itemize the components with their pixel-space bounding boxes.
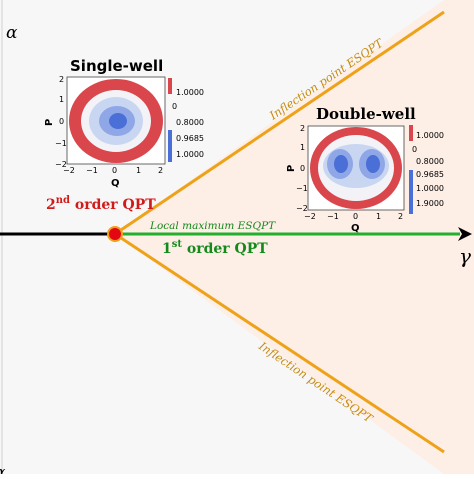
double-well-ytick: −2: [296, 204, 308, 213]
alpha-axis-label: α: [6, 23, 18, 43]
single-well-ytick: 0: [59, 117, 64, 126]
single-well-cbar-tick: 0.9685: [176, 134, 204, 143]
single-well-ytick: 2: [59, 75, 64, 84]
local-maximum-esqpt-label: Local maximum ESQPT: [149, 220, 276, 232]
double-well-xtick: 0: [353, 212, 358, 221]
right-region-fill: [115, 0, 474, 474]
gamma-axis-label: γ: [459, 244, 471, 268]
double-well-xlabel: Q: [351, 223, 360, 234]
lower-inflection-line: [114, 232, 445, 454]
double-well-cbar-tick: 1.0000: [416, 131, 444, 140]
double-well-cbar-tick: 1.9000: [416, 199, 444, 208]
double-well-left-core: [334, 155, 348, 173]
single-well-title: Single-well: [70, 57, 163, 75]
single-well-xtick: 0: [112, 166, 117, 175]
single-well-cbar-tick: 0: [172, 102, 177, 111]
double-well-xtick: 1: [376, 212, 381, 221]
second-order-qpt-label: 2nd order QPT: [46, 195, 156, 213]
double-well-cbar-tick: 0: [412, 145, 417, 154]
double-well-xtick: 2: [398, 212, 403, 221]
double-well-ylabel: P: [286, 165, 297, 172]
double-well-colorbar-blue: [409, 170, 413, 214]
single-well-inset: Single-well −2 −1 0 1 2 Q 2 1 0 −1 −2 P …: [44, 57, 204, 189]
double-well-inset: Double-well −2 −1 0 1 2 Q 2 1 0 −1 −2 P …: [286, 105, 444, 234]
single-well-xtick: −2: [63, 166, 75, 175]
single-well-cbar-tick: 1.0000: [176, 150, 204, 159]
double-well-xtick: −1: [327, 212, 339, 221]
double-well-xtick: −2: [304, 212, 316, 221]
single-well-level-3: [109, 113, 127, 129]
double-well-cbar-tick: 0.9685: [416, 170, 444, 179]
single-well-cbar-tick: 0.8000: [176, 118, 204, 127]
single-well-xtick: −1: [86, 166, 98, 175]
double-well-cbar-tick: 1.0000: [416, 184, 444, 193]
single-well-colorbar-red: [168, 78, 172, 94]
double-well-ytick: 2: [300, 124, 305, 133]
double-well-ytick: 1: [300, 143, 305, 152]
single-well-ytick: 1: [59, 95, 64, 104]
single-well-xlabel: Q: [111, 178, 120, 189]
single-well-ytick: −2: [55, 160, 67, 169]
gamma-axis-arrow: [458, 227, 472, 241]
double-well-ytick: −1: [296, 184, 308, 193]
double-well-cbar-tick: 0.8000: [416, 157, 444, 166]
single-well-colorbar-blue: [168, 130, 172, 162]
alpha-axis-bottom-label: α: [0, 463, 6, 474]
double-well-ytick: 0: [300, 164, 305, 173]
single-well-cbar-tick: 1.0000: [176, 88, 204, 97]
upper-inflection-line: [114, 10, 445, 236]
double-well-colorbar-red: [409, 125, 413, 141]
single-well-xtick: 2: [158, 166, 163, 175]
single-well-ytick: −1: [55, 139, 67, 148]
single-well-xtick: 1: [136, 166, 141, 175]
critical-point: [107, 226, 123, 242]
single-well-ylabel: P: [44, 119, 55, 126]
first-order-qpt-label: 1st order QPT: [162, 239, 268, 257]
double-well-title: Double-well: [316, 105, 416, 123]
double-well-right-core: [366, 155, 380, 173]
